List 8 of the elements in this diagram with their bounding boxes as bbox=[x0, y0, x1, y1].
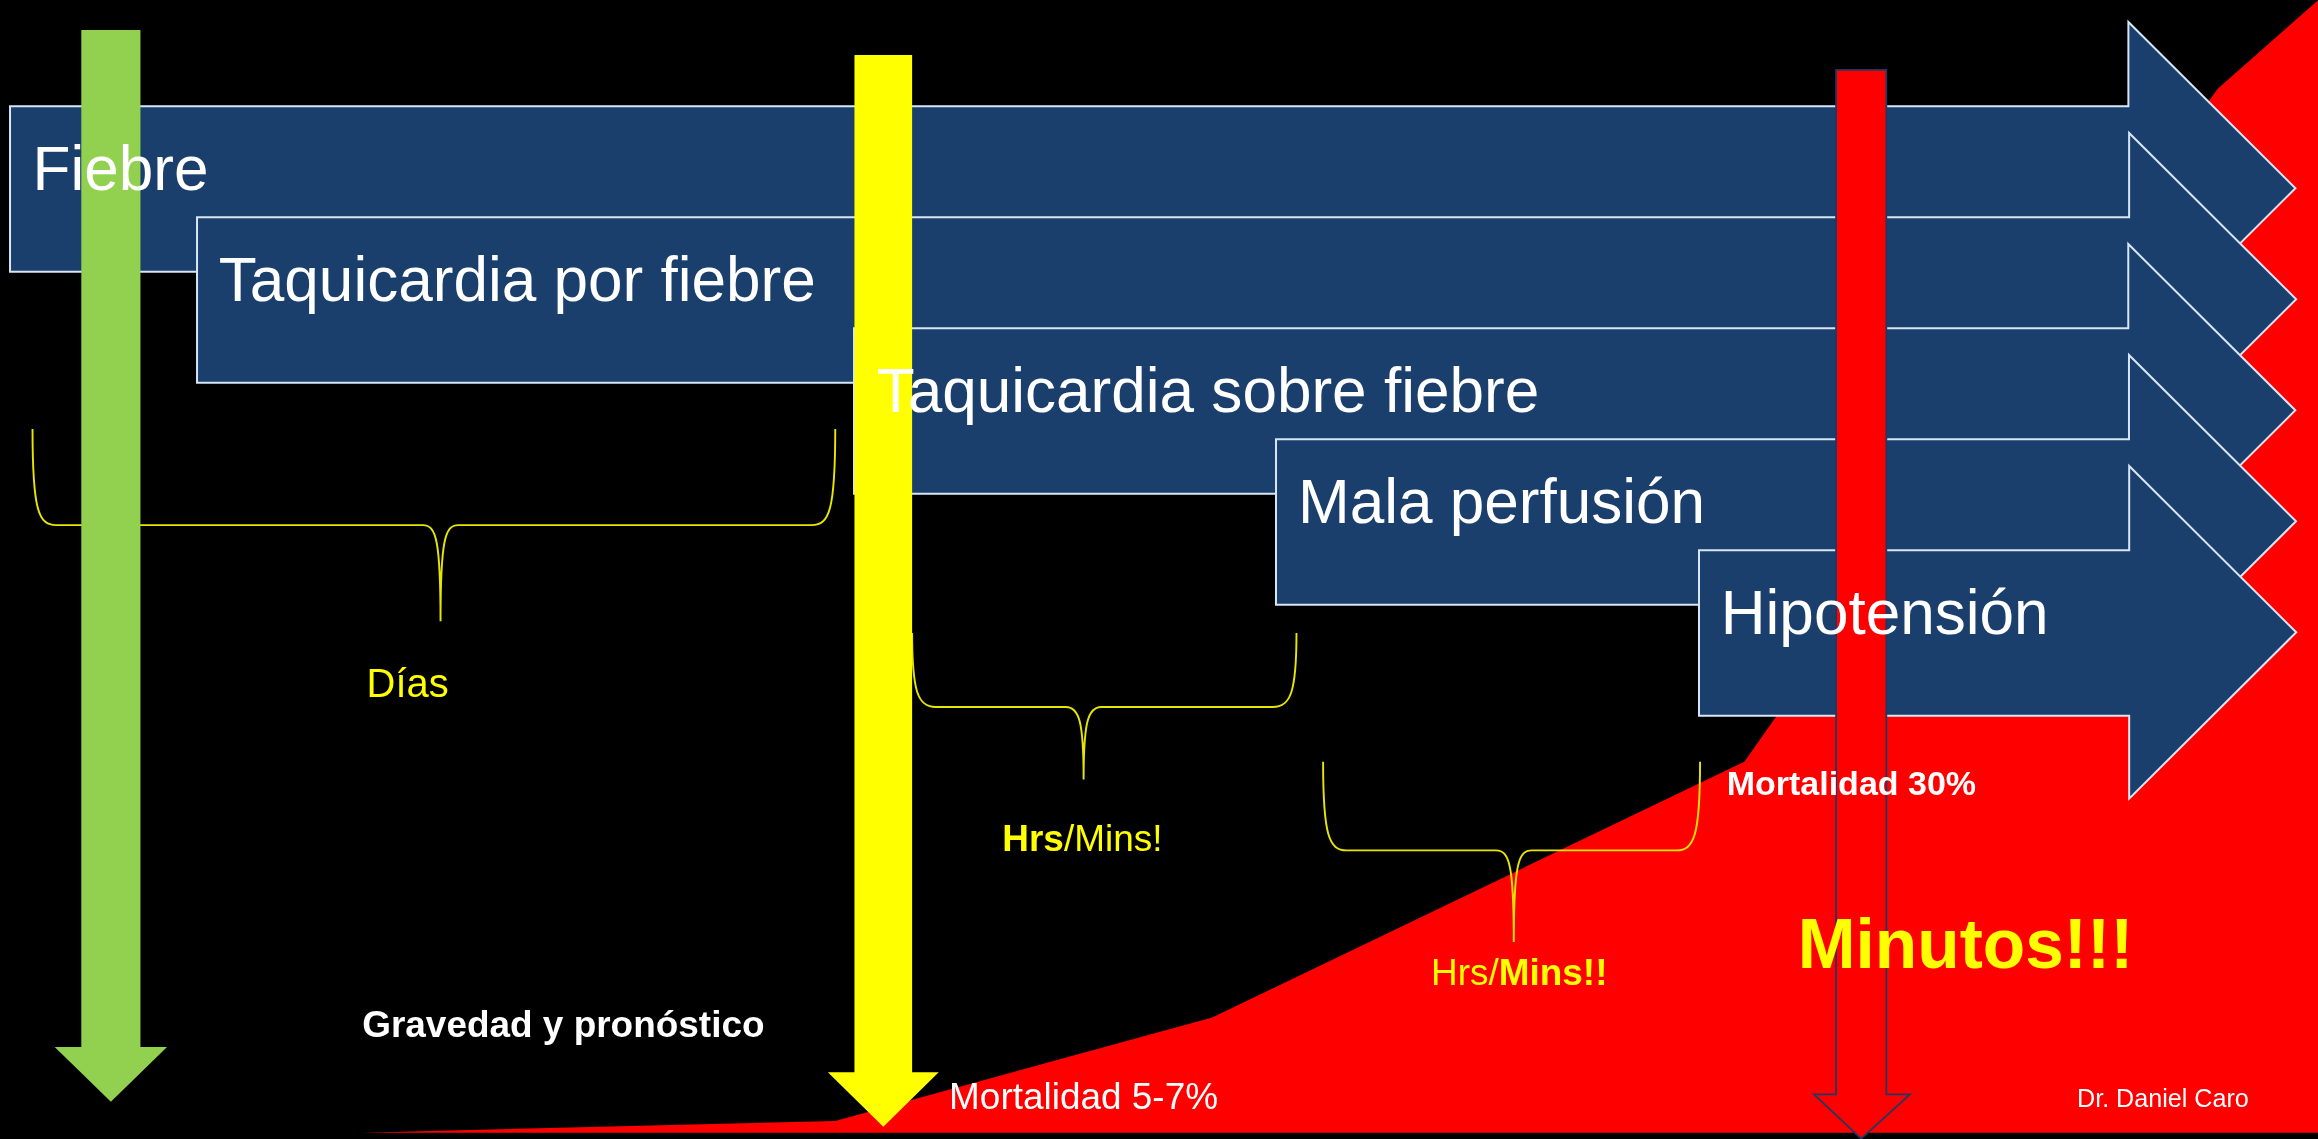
annotation-text: Días bbox=[366, 660, 449, 707]
stage-label: Taquicardia por fiebre bbox=[218, 243, 816, 316]
annotation-text: Gravedad y pronóstico bbox=[362, 1003, 765, 1047]
stage-label: Mala perfusión bbox=[1297, 465, 1706, 538]
annotation-text: Dr. Daniel Caro bbox=[2077, 1083, 2249, 1113]
annotation-text: Mortalidad 5-7% bbox=[949, 1076, 1219, 1119]
annotation-text: Hrs/Mins! bbox=[1002, 817, 1163, 860]
annotation-text: Hrs/Mins!! bbox=[1431, 952, 1608, 995]
